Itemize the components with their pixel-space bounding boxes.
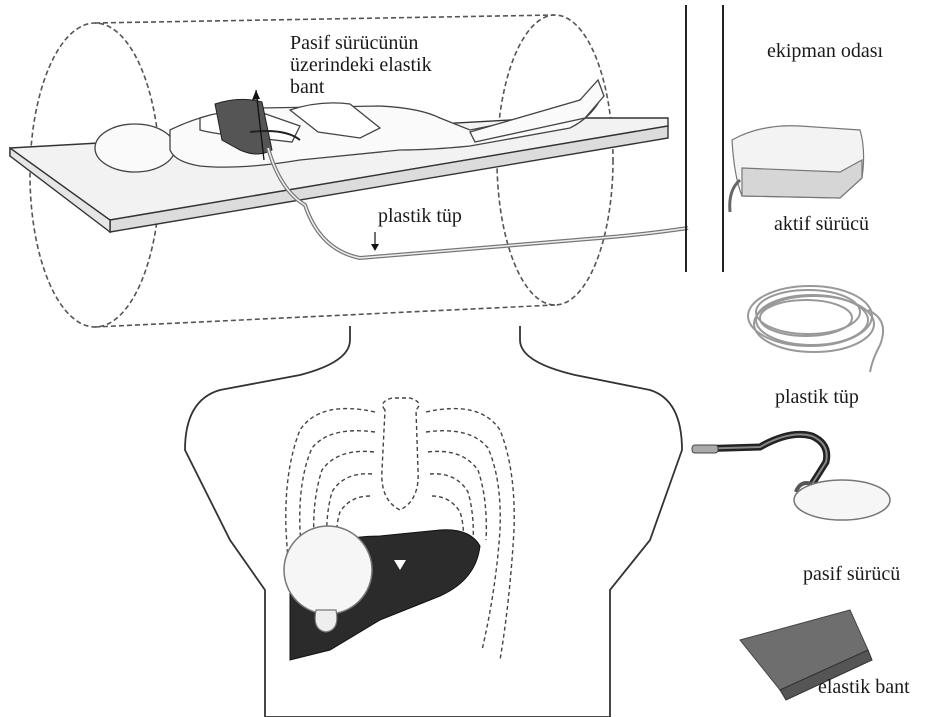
plastic-tube-coil [748,286,883,372]
label-elastic-band-item: elastik bant [818,676,910,698]
sternum [382,398,419,510]
passive-driver-device [692,434,890,520]
torso-outline [185,326,682,717]
label-plastic-tube-scanner: plastik tüp [378,205,462,227]
label-plastic-tube-item: plastik tüp [775,386,859,408]
tube-pointer-arrowhead [371,244,379,251]
room-wall [686,5,723,272]
active-driver-device [730,126,864,212]
label-elastic-band-on-driver-line2: üzerindeki elastik [290,54,432,76]
label-elastic-band-on-driver-line1: Pasif sürücünün [290,32,418,54]
band-pointer-arrowhead [252,90,260,100]
label-elastic-band-on-driver-line3: bant [290,76,324,98]
label-passive-driver: pasif sürücü [803,563,900,585]
label-active-driver: aktif sürücü [774,213,869,235]
label-equipment-room: ekipman odası [767,40,883,62]
